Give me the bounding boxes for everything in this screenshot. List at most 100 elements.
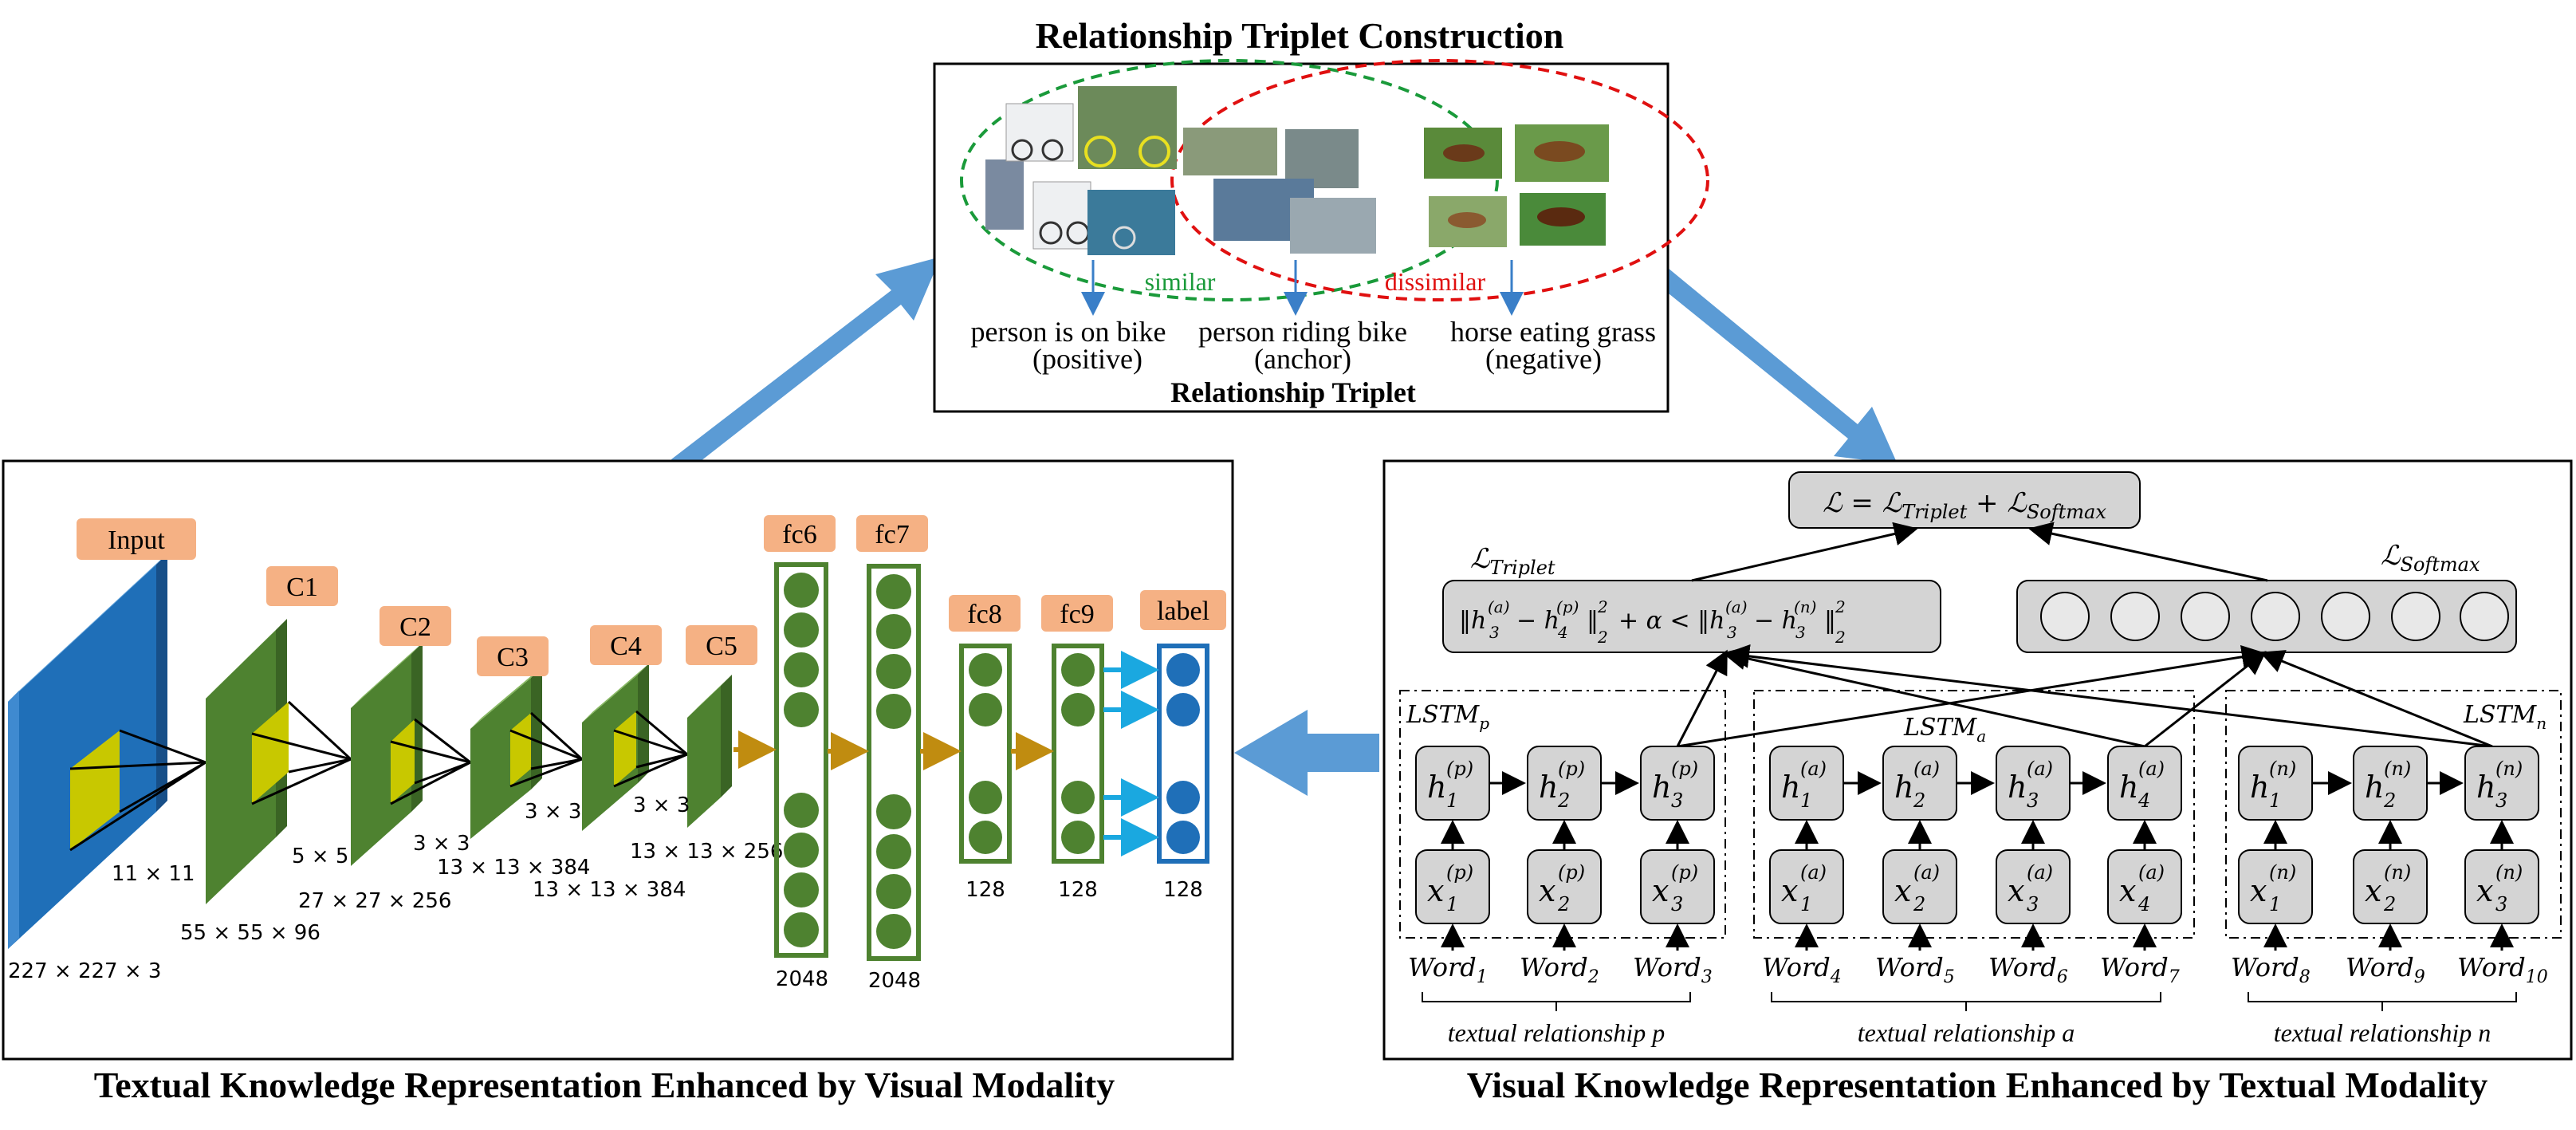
big-arrow-top-to-right	[1657, 268, 1898, 464]
svg-text:label: label	[1157, 596, 1209, 626]
svg-text:Word4: Word4	[1762, 952, 1842, 987]
svg-text:(a): (a)	[1913, 861, 1940, 884]
lstm-a-group	[1753, 690, 2195, 939]
svg-text:x: x	[1427, 873, 1444, 908]
lstm-n-group	[2225, 690, 2562, 939]
svg-text:2: 2	[1913, 893, 1925, 915]
svg-text:11 × 11: 11 × 11	[112, 862, 195, 886]
svg-text:2: 2	[1835, 597, 1846, 616]
positive-role: (positive)	[1032, 343, 1142, 375]
fc-flow-arrows	[733, 730, 1054, 770]
svg-text:128: 128	[1163, 878, 1203, 902]
lstm-flow-arrows	[1441, 771, 2514, 951]
svg-text:+ α < ‖h: + α < ‖h	[1618, 607, 1725, 635]
svg-text:3 × 3: 3 × 3	[633, 793, 690, 817]
svg-text:fc8: fc8	[967, 600, 1001, 629]
svg-text:3: 3	[2027, 893, 2039, 915]
svg-text:(a): (a)	[1913, 758, 1940, 780]
lstm-n-label: LSTMn	[2463, 701, 2547, 733]
svg-text:1: 1	[2269, 789, 2281, 812]
svg-text:2: 2	[1557, 789, 1570, 812]
svg-text:‖h: ‖h	[1459, 607, 1486, 635]
svg-text:h: h	[2008, 770, 2027, 805]
svg-text:C3: C3	[497, 643, 529, 672]
svg-text:3: 3	[1671, 789, 1683, 812]
svg-text:1: 1	[1446, 789, 1458, 812]
negative-role: (negative)	[1485, 343, 1602, 375]
svg-text:(p): (p)	[1556, 597, 1579, 616]
conv3-volume	[470, 667, 584, 839]
dimension-labels: 227 × 227 × 3 11 × 11 55 × 55 × 96 5 × 5…	[8, 793, 1203, 993]
svg-text:3: 3	[2495, 789, 2507, 812]
svg-text:h: h	[2365, 770, 2384, 805]
svg-text:h: h	[1781, 770, 1800, 805]
lstm-nodes	[1415, 746, 2539, 924]
caption-n: textual relationship n	[2274, 1018, 2491, 1047]
svg-text:(p): (p)	[1558, 758, 1585, 780]
relationship-triplet-caption: Relationship Triplet	[1170, 376, 1416, 408]
svg-text:3: 3	[1727, 623, 1737, 642]
svg-text:h: h	[1894, 770, 1913, 805]
svg-text:h: h	[1539, 770, 1558, 805]
fc7-layer	[867, 564, 921, 961]
svg-text:3 × 3: 3 × 3	[525, 800, 581, 824]
svg-text:h: h	[1427, 770, 1446, 805]
svg-text:Word9: Word9	[2346, 952, 2425, 987]
svg-text:2: 2	[1597, 628, 1608, 647]
svg-text:‖: ‖	[1824, 607, 1836, 635]
label-layer	[1157, 644, 1209, 864]
conv5-volume	[687, 675, 732, 828]
svg-text:fc7: fc7	[875, 520, 909, 549]
negative-text: horse eating grass	[1450, 316, 1656, 348]
svg-text:2: 2	[1913, 789, 1925, 812]
conv4-volume	[582, 663, 688, 831]
cnn-panel-title: Textual Knowledge Representation Enhance…	[94, 1065, 1115, 1105]
svg-text:3: 3	[1795, 623, 1806, 642]
svg-text:128: 128	[966, 878, 1005, 902]
svg-text:Word8: Word8	[2231, 952, 2311, 987]
svg-text:Word6: Word6	[1988, 952, 2068, 987]
svg-text:3 × 3: 3 × 3	[413, 832, 470, 856]
svg-text:3: 3	[2495, 893, 2507, 915]
svg-text:− h: − h	[1516, 607, 1559, 635]
fc6-layer	[774, 562, 828, 958]
big-arrow-right-to-left	[1234, 710, 1379, 796]
similar-ellipse	[960, 59, 1499, 301]
svg-text:(n): (n)	[2495, 861, 2523, 884]
svg-text:(n): (n)	[2384, 758, 2411, 780]
input-volume	[8, 553, 206, 949]
svg-text:x: x	[2250, 873, 2267, 908]
svg-text:x: x	[2365, 873, 2381, 908]
total-loss-box	[1788, 471, 2141, 529]
svg-text:1: 1	[1800, 789, 1812, 812]
svg-text:(n): (n)	[2269, 861, 2296, 884]
svg-text:(p): (p)	[1446, 758, 1473, 780]
svg-text:C5: C5	[706, 632, 737, 661]
svg-text:(a): (a)	[2027, 758, 2053, 780]
svg-text:C4: C4	[610, 632, 642, 661]
svg-text:x: x	[1894, 873, 1911, 908]
anchor-text: person riding bike	[1198, 316, 1407, 348]
svg-text:13 × 13 × 256: 13 × 13 × 256	[630, 840, 783, 864]
fc8-layer	[959, 644, 1012, 864]
loss-arrows	[1676, 522, 2493, 748]
svg-text:Word10: Word10	[2457, 952, 2548, 987]
svg-text:5 × 5: 5 × 5	[292, 845, 348, 868]
positive-text: person is on bike	[971, 316, 1166, 348]
svg-text:2: 2	[1597, 597, 1608, 616]
svg-text:(a): (a)	[2027, 861, 2053, 884]
svg-text:(n): (n)	[2384, 861, 2411, 884]
svg-text:(a): (a)	[1488, 597, 1510, 616]
lstm-p-label: LSTMp	[1406, 701, 1489, 733]
svg-text:3: 3	[1671, 893, 1683, 915]
svg-text:2048: 2048	[868, 969, 921, 993]
svg-text:x: x	[2008, 873, 2024, 908]
svg-text:x: x	[2476, 873, 2493, 908]
softmax-units	[2040, 592, 2509, 641]
svg-text:Word7: Word7	[2100, 952, 2180, 987]
caption-p: textual relationship p	[1448, 1018, 1666, 1047]
svg-text:13 × 13 × 384: 13 × 13 × 384	[533, 878, 686, 902]
svg-text:x: x	[1539, 873, 1555, 908]
lstm-panel-title: Visual Knowledge Representation Enhanced…	[1467, 1065, 2488, 1105]
